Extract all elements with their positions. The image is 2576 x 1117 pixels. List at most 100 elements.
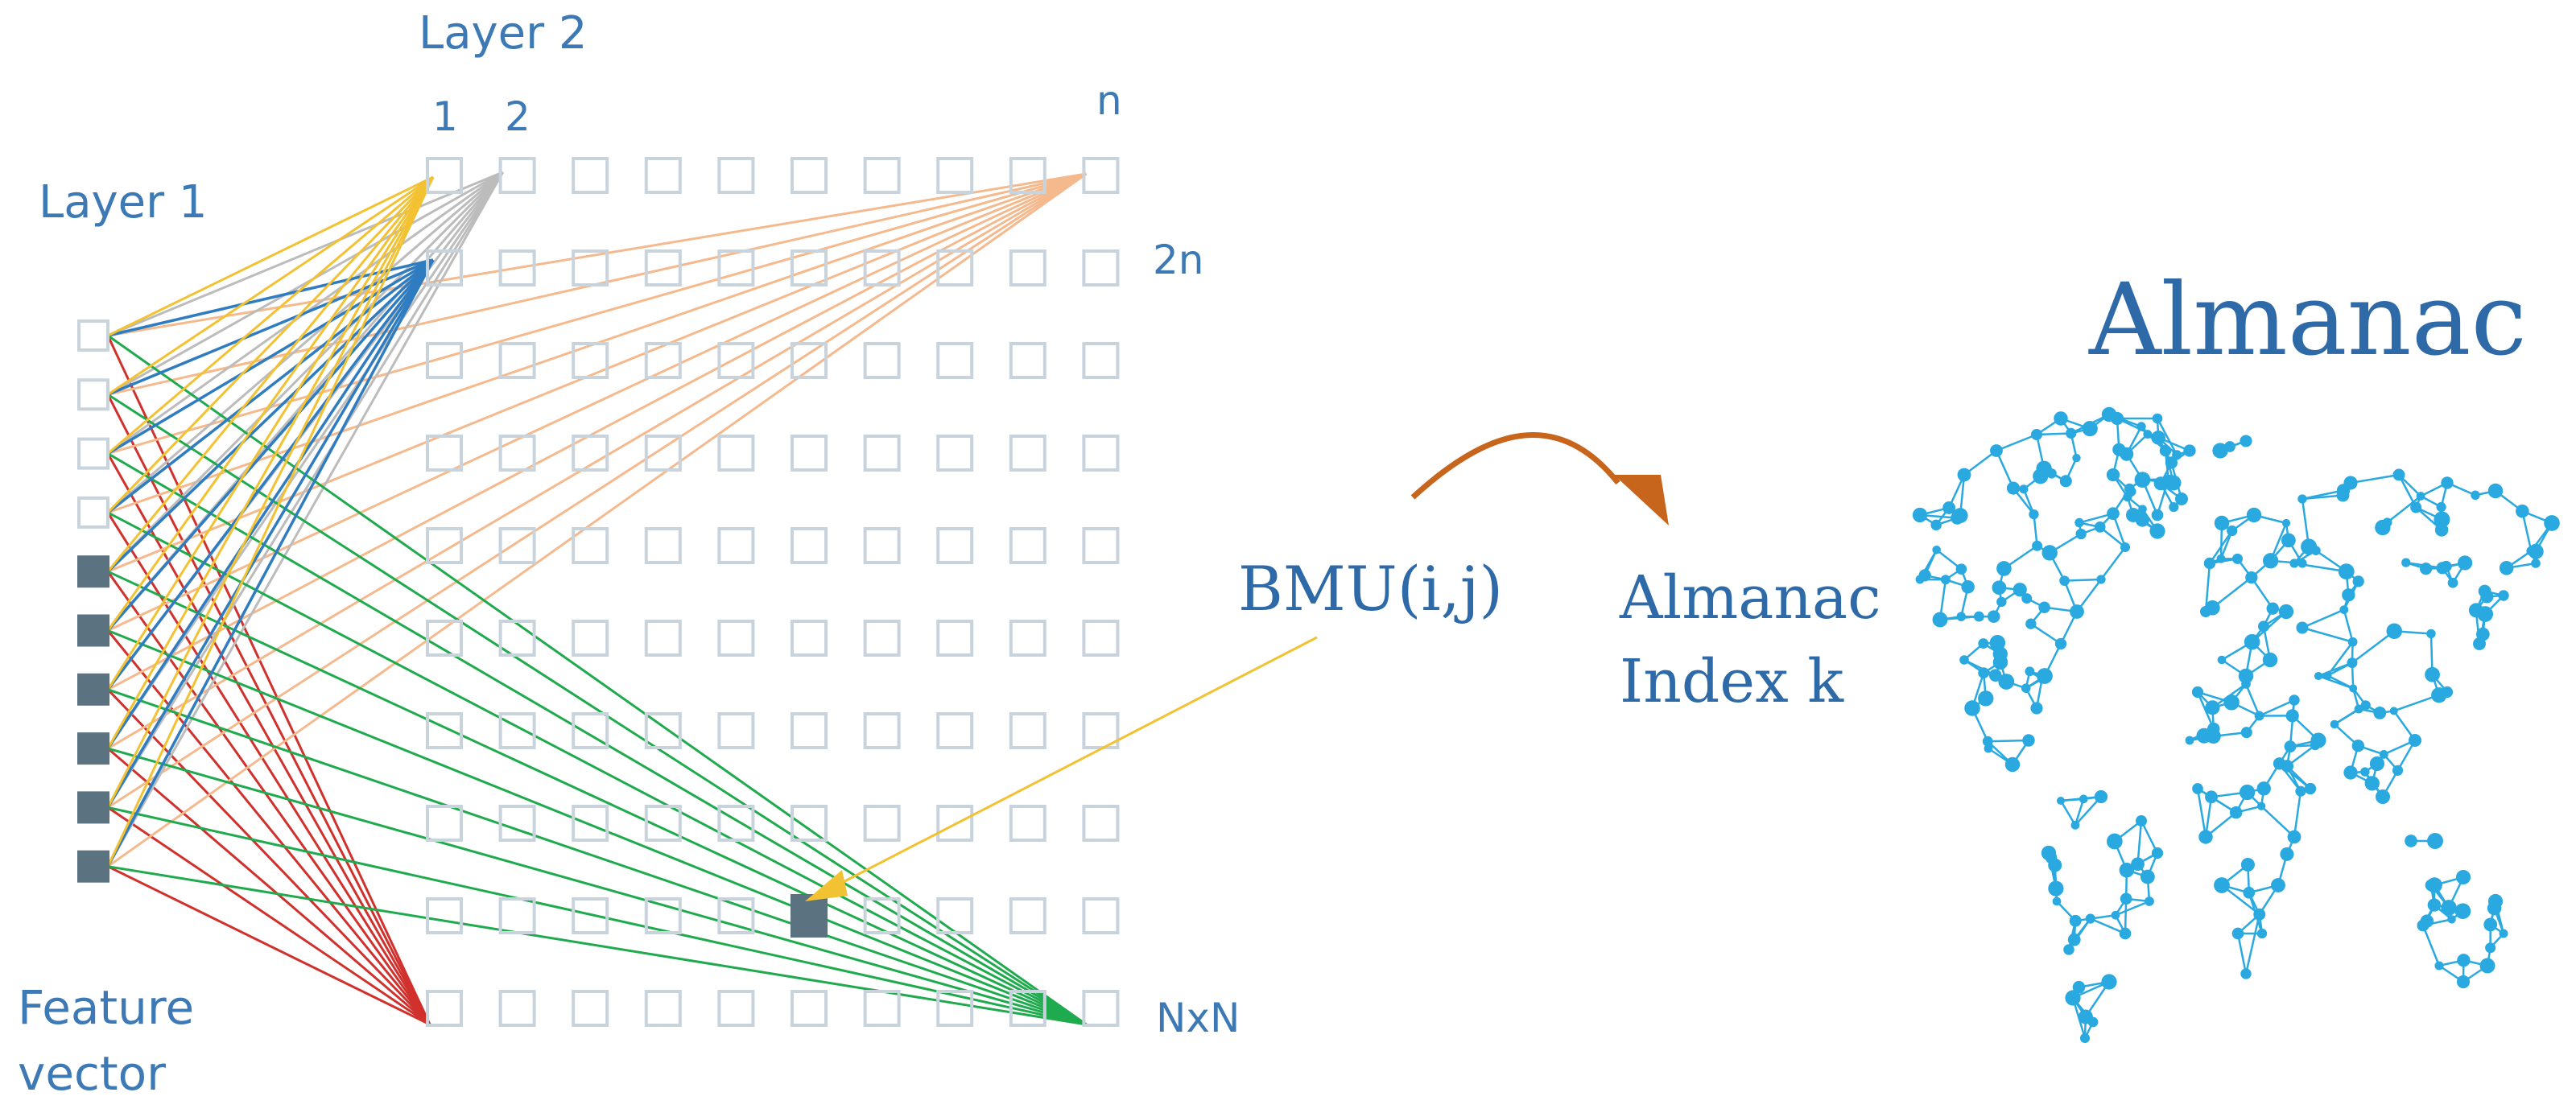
map-node [2254, 711, 2264, 721]
map-node [2454, 903, 2471, 920]
map-node [2138, 505, 2147, 513]
feature-node [77, 791, 109, 824]
map-node [2079, 1033, 2091, 1044]
map-node [2360, 700, 2371, 711]
grid-node [644, 805, 682, 842]
map-node [2280, 847, 2294, 861]
map-node [2066, 427, 2077, 439]
map-node [2025, 666, 2035, 677]
grid-node [863, 157, 901, 194]
connection-line [107, 747, 1087, 1026]
map-node [2231, 927, 2244, 940]
map-node [2434, 961, 2444, 971]
map-node [1990, 444, 2003, 457]
grid-node [791, 805, 828, 842]
connection-line [106, 688, 431, 1026]
map-node [2351, 740, 2365, 752]
map-node [1942, 501, 1956, 514]
grid-node [1082, 990, 1120, 1027]
connection-line [106, 259, 435, 868]
map-node [1961, 579, 1975, 594]
map-node [2284, 740, 2297, 753]
map-node [2030, 702, 2043, 715]
map-edge [2521, 510, 2533, 551]
map-node [2240, 968, 2252, 979]
connection-line [106, 176, 435, 749]
map-node [2172, 450, 2182, 460]
map-node [2436, 501, 2446, 513]
grid-node [572, 897, 609, 934]
map-node [2054, 411, 2068, 426]
map-node [1932, 545, 1941, 554]
map-node [2408, 733, 2422, 748]
map-node [2079, 794, 2088, 804]
map-node [2352, 575, 2364, 587]
map-node [2310, 740, 2321, 751]
map-node [2271, 878, 2285, 892]
map-node [2416, 492, 2425, 501]
map-node [2426, 629, 2436, 639]
map-node [2240, 727, 2252, 739]
grid-node [426, 712, 463, 749]
grid-node [791, 527, 828, 564]
connection-line [107, 394, 1088, 1026]
grid-node [936, 620, 974, 657]
map-node [2499, 929, 2508, 938]
map-node [2281, 518, 2291, 528]
grid-node [572, 435, 609, 472]
almanac-index-label-line2: Index k [1620, 647, 1844, 716]
connection-line [106, 176, 435, 868]
map-node [2427, 833, 2443, 849]
grid-node [863, 712, 901, 749]
grid-node [863, 342, 901, 379]
map-node [1930, 519, 1942, 531]
map-edge [2036, 432, 2071, 436]
feature-node [77, 555, 109, 588]
map-node [2004, 756, 2021, 773]
map-edge [2326, 674, 2354, 690]
map-node [2048, 880, 2064, 896]
fan-to-node-nxn [107, 334, 1088, 1026]
grid-node [1009, 157, 1046, 194]
feature-node [77, 673, 109, 706]
map-node [2456, 975, 2471, 989]
grid-node [426, 990, 463, 1027]
map-node [2216, 554, 2226, 563]
grid-node [498, 805, 536, 842]
map-node [1987, 610, 2000, 623]
grid-node [498, 249, 536, 286]
grid-node [1082, 805, 1120, 842]
map-node [2301, 538, 2318, 555]
map-node [2185, 736, 2194, 745]
map-nodes [1912, 406, 2560, 1044]
map-node [2480, 590, 2494, 604]
map-node [2347, 637, 2358, 647]
map-node [2314, 671, 2323, 681]
map-node [2198, 830, 2213, 844]
map-node [2072, 453, 2081, 463]
map-node [2347, 657, 2358, 669]
map-node [2447, 577, 2458, 588]
map-node [2499, 561, 2514, 575]
map-node [2110, 411, 2124, 426]
grid-node [791, 620, 828, 657]
map-node [2223, 694, 2240, 711]
map-edge [2260, 805, 2295, 838]
map-node [2241, 679, 2251, 689]
map-node [2304, 782, 2317, 795]
connection-line [106, 258, 435, 573]
grid-node [936, 990, 974, 1027]
grid-node [1009, 990, 1046, 1027]
grid-node [791, 990, 828, 1027]
map-node [1959, 655, 1969, 665]
map-node [2159, 444, 2172, 457]
layer2-label: Layer 2 [419, 7, 588, 60]
map-edge [2115, 900, 2150, 917]
map-node [2375, 519, 2391, 536]
feature-node [77, 732, 109, 765]
feature-node [77, 496, 109, 529]
map-node [2410, 501, 2422, 513]
map-node [2434, 511, 2450, 528]
map-node [2192, 783, 2203, 794]
map-node [2289, 558, 2299, 568]
